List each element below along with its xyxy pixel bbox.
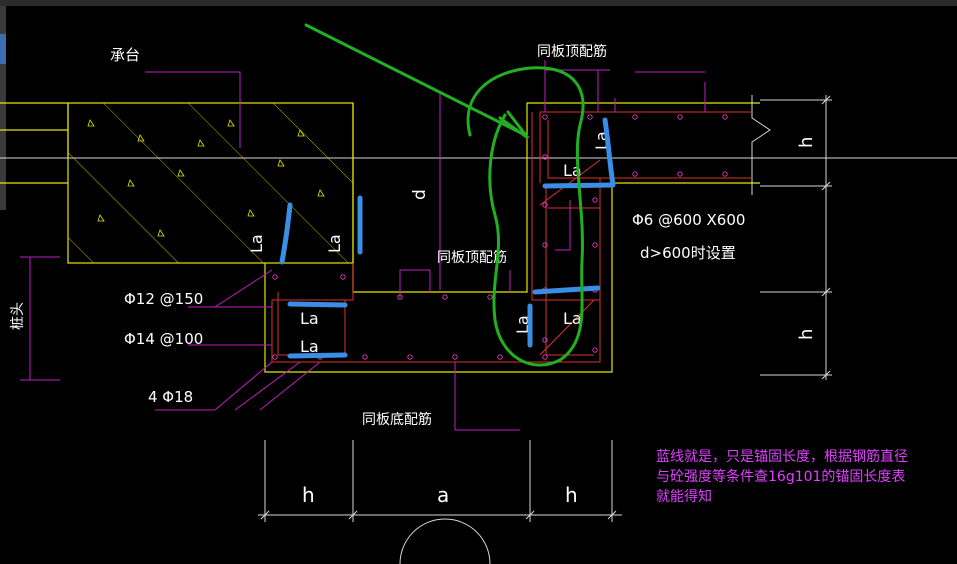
- label-h-bottom-left: h: [302, 483, 315, 507]
- label-phi6: Φ6 @600 X600: [632, 211, 745, 229]
- left-tool-panel: [0, 6, 6, 210]
- window-top-bar: [0, 0, 957, 6]
- label-la-2: La: [325, 234, 344, 253]
- note-line-1: 蓝线就是，只是锚固长度，根据钢筋直径: [656, 449, 908, 465]
- label-h-right-top: h: [796, 137, 817, 148]
- note-line-2: 与砼强度等条件查16g101的锚固长度表: [656, 469, 906, 485]
- label-la-1: La: [247, 234, 266, 253]
- label-zhuangtou: 桩头: [9, 302, 26, 330]
- label-a-bottom: a: [437, 483, 449, 507]
- label-top-bar-1: 同板顶配筋: [537, 43, 607, 60]
- dimension-lines: [258, 440, 622, 564]
- label-la-3: La: [300, 309, 319, 328]
- label-chengtai: 承台: [110, 46, 140, 64]
- label-bottom-bar: 同板底配筋: [362, 411, 432, 428]
- break-line: [751, 95, 832, 380]
- label-top-bar-2: 同板顶配筋: [437, 249, 507, 266]
- label-four-phi18: 4 Φ18: [148, 388, 193, 406]
- label-h-bottom-right: h: [565, 483, 578, 507]
- label-h-right-bottom: h: [796, 329, 817, 340]
- note-line-3: 就能得知: [656, 489, 712, 505]
- label-la-8: La: [513, 315, 532, 334]
- green-markup: [304, 23, 585, 367]
- rebar-dots: [272, 114, 728, 360]
- leader-lines: [20, 60, 706, 431]
- pile-cap: [67, 102, 354, 264]
- label-la-7: La: [563, 309, 582, 328]
- left-panel-tab[interactable]: [0, 34, 6, 64]
- slab-outline: [0, 102, 760, 373]
- label-phi12: Φ12 @150: [124, 290, 203, 308]
- label-d: d: [410, 189, 430, 200]
- label-phi14: Φ14 @100: [124, 330, 203, 348]
- explanation-note: 蓝线就是，只是锚固长度，根据钢筋直径 与砼强度等条件查16g101的锚固长度表 …: [656, 447, 952, 507]
- label-d-cond: d>600时设置: [640, 244, 736, 262]
- label-la-4: La: [300, 337, 319, 356]
